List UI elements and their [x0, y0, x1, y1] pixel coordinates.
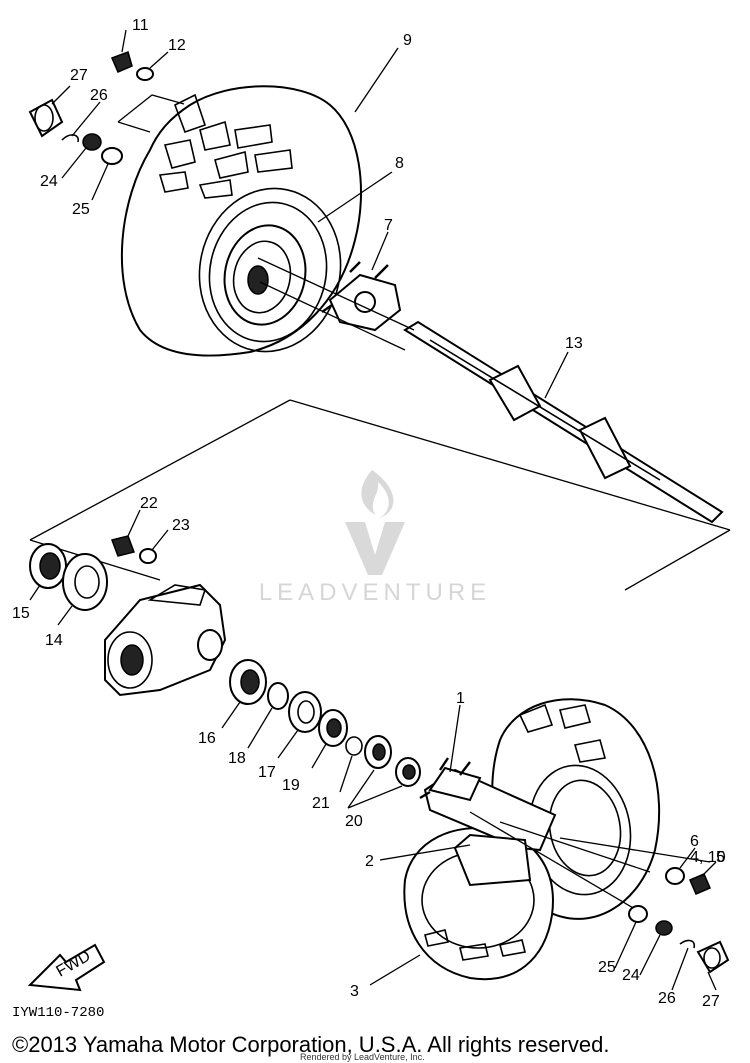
callout-2: 2	[365, 853, 374, 870]
callout-4-10: 4, 10	[690, 849, 726, 866]
callout-13: 13	[565, 335, 583, 352]
part-callouts: 11 12 9 27 26 24 25 8 7 13 22 23 15 14 1…	[12, 17, 726, 1010]
callout-26-top: 26	[90, 87, 108, 104]
callout-27-bottom: 27	[702, 993, 720, 1010]
callout-21: 21	[312, 795, 330, 812]
callout-23: 23	[172, 517, 190, 534]
callout-9: 9	[403, 32, 412, 49]
hub-upper	[28, 29, 402, 332]
leadventure-watermark: LEADVENTURE	[259, 470, 491, 606]
callout-17: 17	[258, 764, 276, 781]
callout-14: 14	[45, 632, 63, 649]
watermark-text: LEADVENTURE	[259, 579, 491, 606]
callout-19: 19	[282, 777, 300, 794]
callout-22: 22	[140, 495, 158, 512]
figure-code: IYW110-7280	[12, 1005, 104, 1021]
callout-5: 5	[716, 849, 725, 866]
callout-1: 1	[456, 690, 465, 707]
callout-26-bottom: 26	[658, 990, 676, 1007]
callout-15: 15	[12, 605, 30, 622]
callout-24-bottom: 24	[622, 967, 640, 984]
callout-25-top: 25	[72, 201, 90, 218]
bearing-housing-group	[29, 509, 421, 809]
callout-3: 3	[350, 983, 359, 1000]
copyright-notice: ©2013 Yamaha Motor Corporation, U.S.A. A…	[12, 1032, 609, 1057]
callout-8: 8	[395, 155, 404, 172]
wheel-top-assembly	[120, 47, 399, 357]
callout-6: 6	[690, 833, 699, 850]
callout-12: 12	[168, 37, 186, 54]
callout-7: 7	[384, 217, 393, 234]
callout-25-bottom: 25	[598, 959, 616, 976]
forward-arrow-icon: FWD	[27, 943, 106, 992]
rendered-by-note: Rendered by LeadVenture, Inc.	[300, 1052, 425, 1062]
callout-18: 18	[228, 750, 246, 767]
rear-axle-shaft	[257, 257, 724, 524]
wheel-bottom-assembly	[369, 698, 661, 986]
callout-16: 16	[198, 730, 216, 747]
callout-20: 20	[345, 813, 363, 830]
lower-hardware	[559, 837, 730, 991]
callout-24-top: 24	[40, 173, 58, 190]
callout-11: 11	[132, 17, 149, 34]
callout-27-top: 27	[70, 67, 88, 84]
